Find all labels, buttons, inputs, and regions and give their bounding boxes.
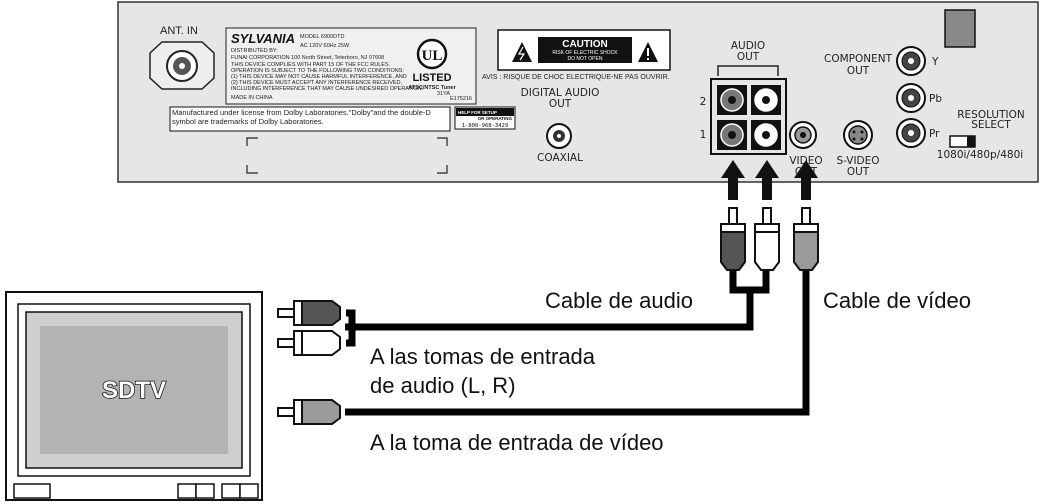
audio-out-bracket [717, 65, 779, 76]
dolby-license-text: Manufactured under license from Dolby La… [172, 108, 431, 126]
video-cable-label: Cable de vídeo [823, 288, 971, 313]
audio-plug-right-tv [277, 330, 341, 356]
tv-button [239, 483, 259, 499]
model-text: MODEL 6900DTD [300, 34, 344, 40]
fcc-line-1: THIS DEVICE COMPLIES WITH PART 15 OF THE… [231, 62, 391, 68]
power-socket [944, 9, 976, 48]
tv-control-panel [13, 483, 51, 499]
insert-arrows [721, 160, 818, 200]
distributed-text: DISTRIBUTED BY: [231, 48, 278, 54]
audio-plug-left-device [720, 207, 746, 271]
component-pb-jack [896, 83, 926, 113]
made-in-text: MADE IN CHINA [231, 95, 273, 101]
component-y-jack [896, 46, 926, 76]
audio-jack-1-left [717, 120, 747, 150]
audio-plug-left-tv [277, 300, 341, 326]
ant-in-label: ANT. IN [160, 25, 198, 37]
s-video-jack [843, 120, 873, 150]
corner-mark [246, 137, 258, 146]
video-input-label: A la toma de entrada de vídeo [370, 430, 664, 455]
video-plug-tv [277, 399, 341, 425]
address-text: FUNAI CORPORATION 100 North Street, Tete… [231, 55, 384, 61]
listed-text: LISTED [412, 72, 451, 84]
arrow-up-icon [721, 160, 745, 200]
fcc-line-2: OPERATION IS SUBJECT TO THE FOLLOWING TW… [231, 68, 404, 74]
avis-text: AVIS : RISQUE DE CHOC ELECTRIQUE-NE PAS … [482, 74, 670, 81]
component-pr-label: Pr [929, 128, 940, 140]
arrow-up-icon [794, 160, 818, 200]
audio-cable-label: Cable de audio [545, 288, 693, 313]
audio-jack-2-right [751, 85, 781, 115]
corner-mark [246, 165, 258, 174]
tv-screen-inner [40, 326, 228, 454]
video-plug-device [793, 207, 819, 271]
tv-label: SDTV [102, 377, 166, 404]
help-line-2: OR OPERATING [478, 116, 513, 121]
audio-cable-split [729, 268, 770, 294]
caution-title: CAUTION [562, 39, 608, 50]
audio-jack-2-left [717, 85, 747, 115]
component-y-label: Y [931, 56, 939, 68]
corner-mark [437, 137, 448, 146]
fcc-line-5: INCLUDING INTERFERENCE THAT MAY CAUSE UN… [231, 86, 424, 92]
coaxial-label: COAXIAL [537, 152, 583, 164]
ul-logo-text: UL [422, 48, 443, 64]
help-phone: 1-800-968-3429 [462, 123, 508, 129]
resolution-switch-knob [967, 136, 975, 147]
tuner-text: ATSC/NTSC Tuner [408, 85, 456, 91]
arrow-up-icon [755, 160, 779, 200]
dolby-license-box [169, 106, 451, 132]
audio-cable [365, 290, 754, 331]
component-pr-jack [896, 118, 926, 148]
fcc-line-4: (2) THIS DEVICE MUST ACCEPT ANY INTERFER… [231, 80, 403, 86]
tv-button [221, 483, 241, 499]
brand-logo: SYLVANIA [231, 31, 295, 46]
help-line-1: HELP FOR SETUP [458, 110, 497, 115]
audio-cable-fork [346, 309, 356, 347]
power-text: AC 120V 60Hz 25W [300, 43, 350, 49]
tv-button [195, 483, 215, 499]
audio-jack-1-right [751, 120, 781, 150]
video-out-jack [789, 121, 817, 149]
file-code-text: E175216 [450, 96, 472, 102]
row-2-label: 2 [700, 96, 707, 108]
cables [345, 268, 810, 416]
fcc-line-3: (1) THIS DEVICE MAY NOT CAUSE HARMFUL IN… [231, 74, 407, 80]
caution-box [497, 29, 671, 71]
caution-line-2: DO NOT OPEN [568, 56, 603, 62]
shock-warning-icon [512, 42, 532, 62]
audio-plug-right-device [754, 207, 780, 271]
audio-input-label-line-1: A las tomas de entrada [370, 344, 596, 369]
tv-button [177, 483, 197, 499]
corner-mark [437, 165, 448, 174]
row-1-label: 1 [700, 129, 707, 141]
ul-logo-icon [416, 38, 448, 70]
tuner-code-text: 31YA [437, 91, 450, 97]
audio-out-group-box [710, 78, 787, 155]
resolutions-label: 1080i/480p/480i [937, 149, 1023, 161]
caution-line-1: RISK OF ELECTRIC SHOCK [552, 50, 618, 56]
component-pb-label: Pb [929, 93, 942, 105]
audio-input-label-line-2: de audio (L, R) [370, 373, 516, 398]
video-cable [345, 268, 810, 416]
